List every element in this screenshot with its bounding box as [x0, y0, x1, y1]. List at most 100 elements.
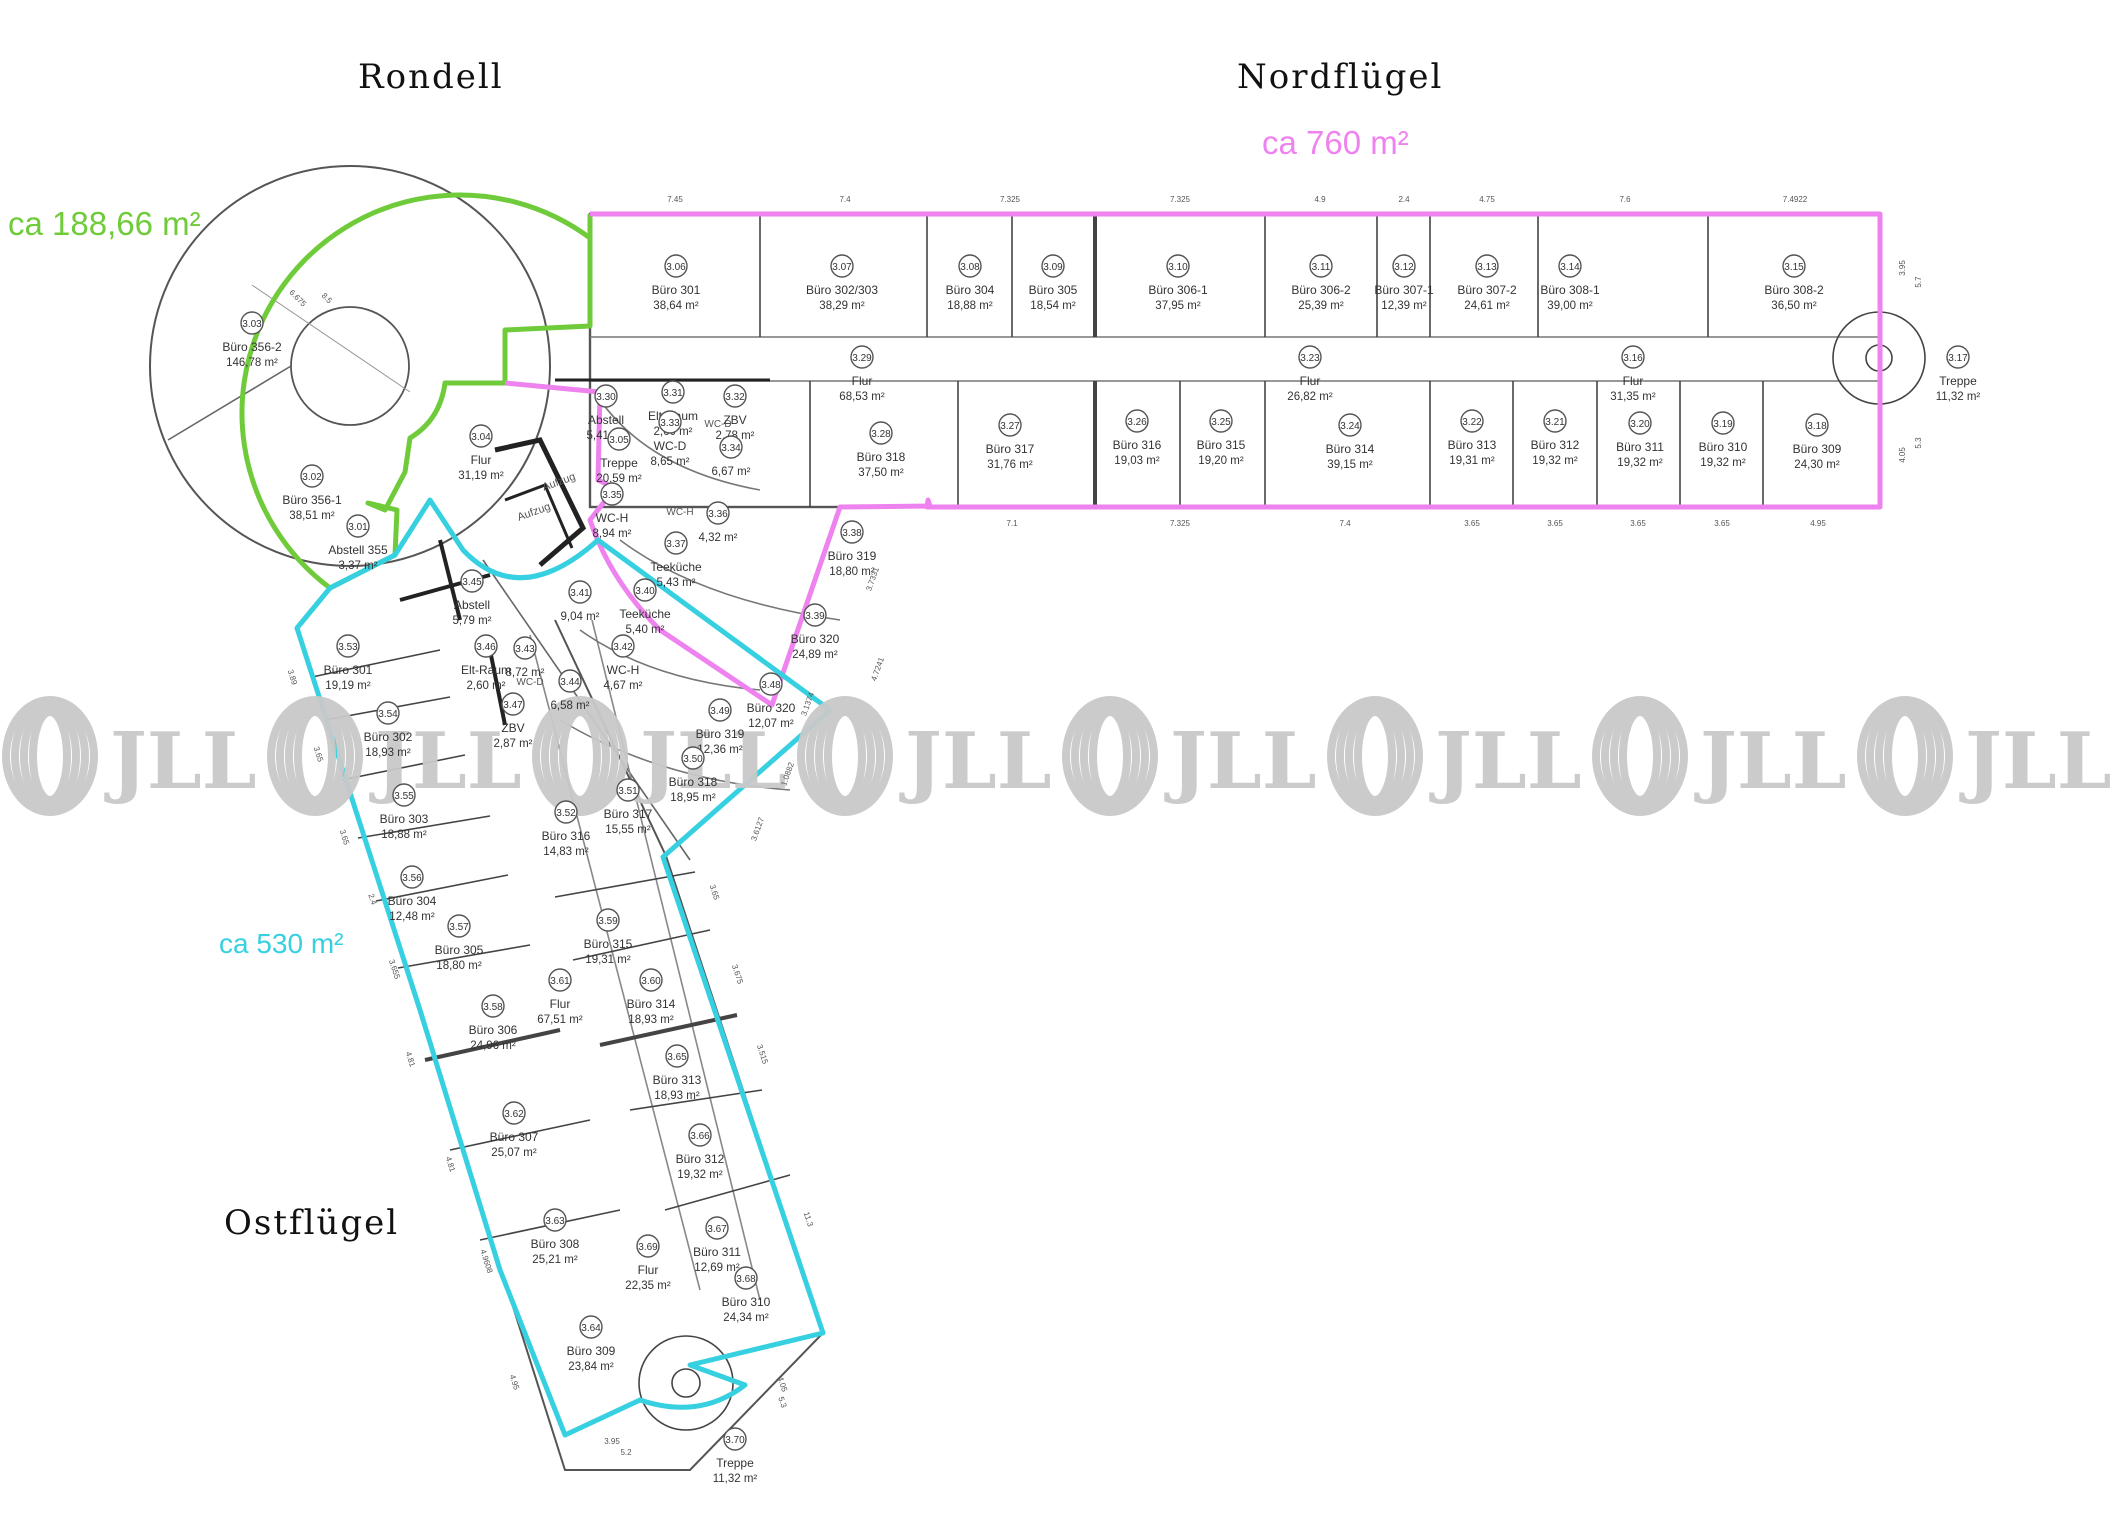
room-number: 3.35: [602, 490, 622, 501]
watermark-ring: [1884, 708, 1926, 804]
room-name: Büro 356-1: [282, 493, 342, 507]
room-area: 4,67 m²: [604, 680, 643, 692]
room-area: 19,32 m²: [677, 1169, 723, 1181]
room-number: 3.13: [1477, 262, 1497, 273]
dimension-label: 3.65: [1714, 519, 1730, 528]
room-area: 19,20 m²: [1198, 455, 1244, 467]
room-number-circle: [1558, 254, 1582, 278]
room-area: 19,19 m²: [325, 680, 371, 692]
room-name: Büro 310: [722, 1295, 771, 1309]
room-label: 3.419,04 m²: [561, 580, 600, 623]
room-number-circle: [688, 1123, 712, 1147]
area-label-cyan: ca 530 m²: [219, 928, 344, 959]
room-number: 3.46: [476, 642, 496, 653]
room-number-circle: [664, 531, 688, 555]
room-name: Büro 304: [388, 894, 437, 908]
room-number: 3.57: [449, 922, 469, 933]
room-area: 11,32 m²: [713, 1473, 758, 1485]
room-name: Büro 314: [1326, 442, 1375, 456]
room-number: 3.49: [710, 706, 730, 717]
room-number: 3.15: [1784, 262, 1804, 273]
room-number-circle: [639, 968, 663, 992]
room-number: 3.48: [761, 680, 781, 691]
dimension-label: 7.45: [667, 195, 683, 204]
green-area-outline: [239, 192, 593, 591]
room-number-circle: [392, 783, 416, 807]
room-name: Büro 319: [696, 727, 745, 741]
room-number: 3.62: [504, 1109, 524, 1120]
room-area: 18,80 m²: [436, 960, 482, 972]
room-area: 14,83 m²: [543, 846, 589, 858]
room-number: 3.12: [1394, 262, 1414, 273]
room-area: 18,95 m²: [670, 792, 716, 804]
room-number: 3.30: [596, 392, 616, 403]
dimension-label: 3.89: [286, 668, 300, 686]
room-name: Büro 315: [584, 937, 633, 951]
room-number: 3.61: [550, 976, 570, 987]
room-number: 3.45: [462, 577, 482, 588]
room-number: 3.31: [663, 388, 683, 399]
dimension-label: 7.325: [1170, 519, 1191, 528]
room-number: 3.05: [609, 435, 629, 446]
room-number: 3.47: [503, 700, 523, 711]
room-name: Büro 306: [469, 1023, 518, 1037]
room-number-circle: [554, 800, 578, 824]
room-number: 3.01: [348, 522, 368, 533]
room-number: 3.04: [471, 432, 491, 443]
room-number-circle: [705, 1216, 729, 1240]
dimension-label: 11.3: [802, 1211, 815, 1229]
dimension-label: 3.95: [1898, 260, 1907, 276]
room-number-circle: [1475, 254, 1499, 278]
room-number-circle: [1041, 254, 1065, 278]
pink-area-outline: [504, 211, 1883, 708]
room-number: 3.10: [1168, 262, 1188, 273]
room-area: 12,36 m²: [697, 744, 743, 756]
room-name: Flur: [1623, 374, 1644, 388]
dimension-label: 4.7241: [869, 656, 886, 683]
room-number-circle: [346, 514, 370, 538]
room-area: 8,94 m²: [593, 528, 632, 540]
room-area: 2,87 m²: [494, 738, 533, 750]
dimension-label: 3.65: [1630, 519, 1646, 528]
room-area: 9,04 m²: [561, 611, 600, 623]
room-area: 37,50 m²: [858, 467, 904, 479]
watermark-logo: JLL: [1592, 696, 1847, 816]
room-name: Büro 307: [490, 1130, 539, 1144]
room-number-circle: [558, 669, 582, 693]
room-name: Büro 312: [676, 1152, 725, 1166]
room-area: 24,34 m²: [723, 1312, 769, 1324]
room-number: 3.21: [1545, 417, 1565, 428]
room-number-circle: [460, 569, 484, 593]
room-name: ZBV: [501, 721, 524, 735]
dimension-label: 4.95: [508, 1373, 522, 1391]
room-number: 3.68: [736, 1274, 756, 1285]
watermark-text: JLL: [899, 716, 1052, 807]
room-area: 19,32 m²: [1532, 455, 1578, 467]
room-number-circle: [616, 778, 640, 802]
dimension-label: 5.7: [1914, 276, 1923, 288]
dimension-label: 2.4: [366, 893, 378, 907]
room-area: 25,07 m²: [491, 1147, 537, 1159]
room-label: 3.364,32 m²: [699, 501, 738, 544]
watermark-logo: JLL: [1062, 696, 1317, 816]
room-number-circle: [734, 1266, 758, 1290]
dimension-label: 3.65: [1547, 519, 1563, 528]
room-number: 3.03: [242, 319, 262, 330]
dimension-label: 3.65: [312, 745, 326, 763]
room-number-circle: [568, 580, 592, 604]
dimension-label: 7.6: [1619, 195, 1631, 204]
room-name: Büro 316: [542, 829, 591, 843]
room-number-circle: [803, 603, 827, 627]
room-area: 19,31 m²: [585, 954, 631, 966]
